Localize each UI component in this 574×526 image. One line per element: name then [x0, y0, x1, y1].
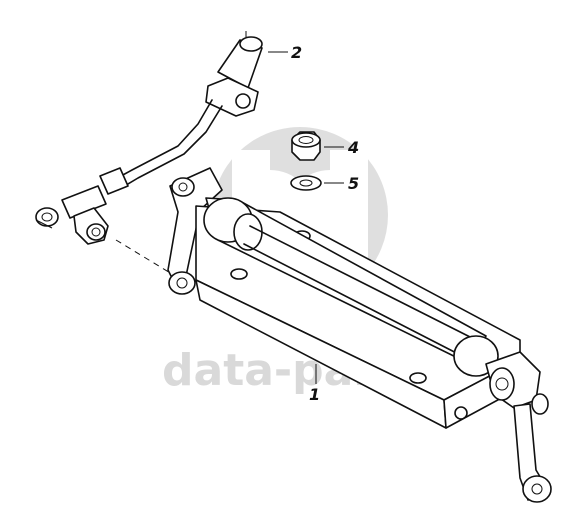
hydraulic-line-assembly: [35, 31, 263, 245]
assembly-guide-line: [115, 239, 173, 275]
callout-2: 2: [291, 43, 302, 62]
callout-1: 1: [309, 385, 320, 404]
callout-5: 5: [348, 174, 359, 193]
callout-4: 4: [347, 138, 359, 157]
nut: [291, 131, 321, 161]
washer: [290, 175, 322, 191]
steering-cylinder-assembly: [167, 167, 552, 503]
